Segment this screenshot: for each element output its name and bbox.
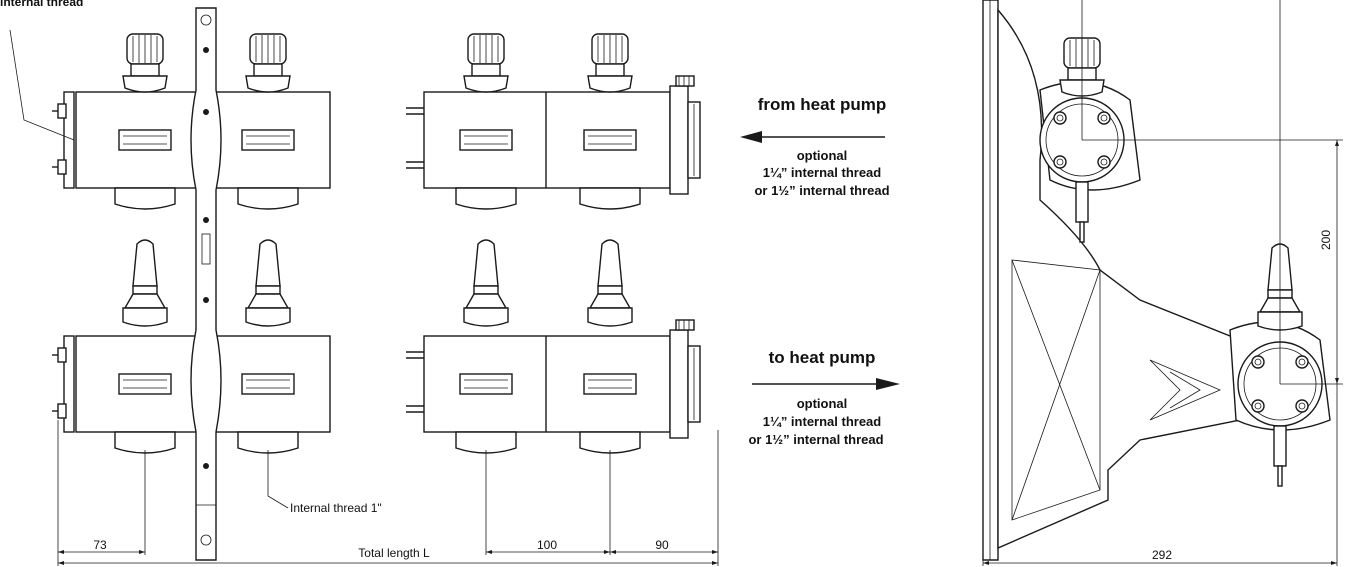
- dim-73: 73: [93, 538, 107, 552]
- mounting-bracket: [190, 7, 222, 561]
- optional-bottom-label: optional: [797, 396, 848, 411]
- thread-a-bottom-label: 1¼” internal thread: [763, 414, 882, 429]
- internal-thread-1-leader: [267, 450, 289, 509]
- to-heat-pump-block: to heat pump optional 1¼” internal threa…: [748, 348, 900, 447]
- thread-b-bottom-label: or 1½” internal thread: [748, 432, 883, 447]
- from-arrow-head: [740, 131, 762, 143]
- center-top-manifold: [405, 33, 701, 210]
- thread-b-top-label: or 1½” internal thread: [754, 183, 889, 198]
- dim-90: 90: [655, 538, 669, 552]
- dim-total-length: Total length L: [358, 546, 430, 560]
- left-bottom-manifold: [51, 239, 331, 454]
- to-arrow-head: [876, 378, 900, 390]
- internal-thread-leader: [9, 29, 75, 141]
- dim-200: 200: [1319, 230, 1333, 250]
- top-left-note: internal thread: [0, 0, 83, 9]
- center-bottom-manifold: [405, 239, 701, 454]
- dim-292: 292: [1152, 548, 1172, 562]
- optional-top-label: optional: [797, 148, 848, 163]
- dim-100: 100: [537, 538, 557, 552]
- to-heat-pump-label: to heat pump: [769, 348, 876, 367]
- from-heat-pump-block: from heat pump optional 1¼” internal thr…: [740, 95, 890, 198]
- side-view-dimension-lines: [982, 0, 1343, 566]
- internal-thread-1-label: Internal thread 1": [290, 501, 382, 515]
- from-heat-pump-label: from heat pump: [758, 95, 886, 114]
- dimension-lines: [57, 420, 719, 566]
- thread-a-top-label: 1¼” internal thread: [763, 165, 882, 180]
